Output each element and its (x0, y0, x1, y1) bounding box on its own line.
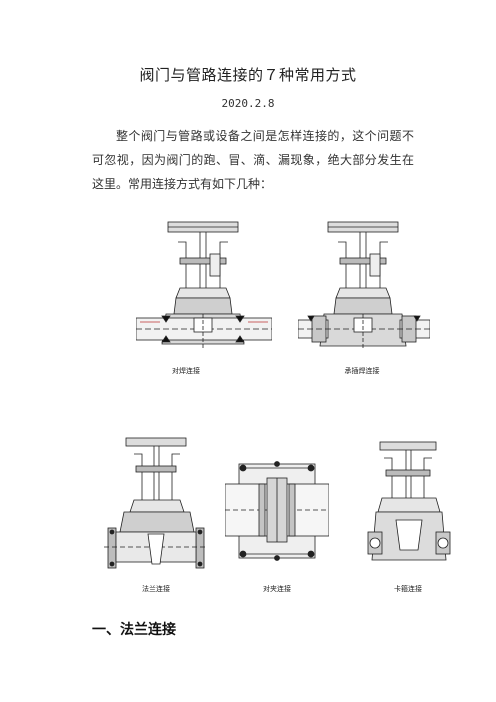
flange-caption: 法兰连接 (142, 585, 170, 593)
butt-weld-valve-drawing (136, 218, 272, 358)
page-title: 阀门与管路连接的７种常用方式 (139, 66, 357, 84)
intro-paragraph: 整个阀门与管路或设备之间是怎样连接的，这个问题不可忽视，因为阀门的跑、冒、滴、漏… (92, 129, 414, 191)
document-date: 2020.2.8 (221, 97, 275, 110)
butt-weld-caption: 对焊连接 (172, 367, 200, 375)
wafer-caption: 对夹连接 (263, 585, 291, 593)
socket-weld-valve-drawing (298, 218, 430, 358)
socket-weld-caption: 承插焊连接 (344, 367, 380, 375)
section-heading: 一、法兰连接 (92, 622, 176, 638)
clamp-caption: 卡箍连接 (394, 585, 422, 593)
flange-valve-drawing (104, 436, 208, 578)
clamp-valve-drawing (366, 440, 452, 572)
wafer-valve-drawing (225, 458, 329, 564)
